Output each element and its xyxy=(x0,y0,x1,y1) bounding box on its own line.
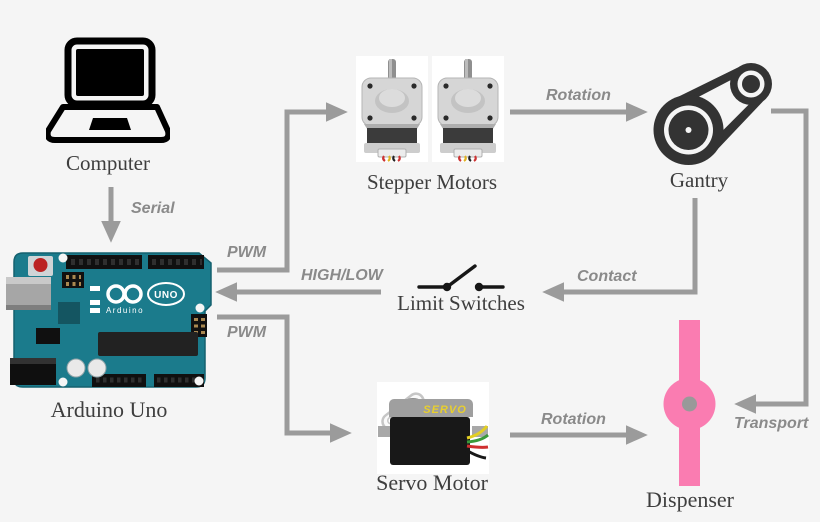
computer-label: Computer xyxy=(66,151,150,175)
uno-logo-text: UNO xyxy=(154,290,178,301)
arduino-label: Arduino Uno xyxy=(50,397,168,422)
stepper-motors-label: Stepper Motors xyxy=(366,170,498,194)
limit-switch-icon xyxy=(417,264,505,292)
edge-pwm-bottom xyxy=(217,314,352,443)
microcontroller-chip xyxy=(98,332,198,356)
contact-edge-label: Contact xyxy=(577,268,637,285)
arduino-brand-text: Arduino xyxy=(106,306,144,315)
stepper-motor-icon xyxy=(432,56,504,162)
highlow-edge-label: HIGH/LOW xyxy=(301,267,383,284)
reset-button xyxy=(33,258,48,272)
rotation-bottom-edge-label: Rotation xyxy=(541,411,606,428)
transport-edge-label: Transport xyxy=(734,415,809,432)
edge-contact xyxy=(542,198,698,302)
stepper-motor-icon xyxy=(356,56,428,162)
arduino-uno-board: UNO Arduino xyxy=(6,252,212,388)
edge-pwm-top xyxy=(217,102,348,273)
limit-switches-label: Limit Switches xyxy=(397,291,525,315)
gantry-label: Gantry xyxy=(669,168,729,192)
servo-cap-text: SERVO xyxy=(423,404,467,416)
laptop-icon xyxy=(46,37,170,143)
rotation-top-edge-label: Rotation xyxy=(546,87,611,104)
dispenser-label: Dispenser xyxy=(646,487,734,512)
pwm-top-edge-label: PWM xyxy=(227,244,267,261)
dispenser-icon xyxy=(663,320,716,486)
servo-motor-icon: SERVO xyxy=(377,382,489,474)
belt-pulley-icon xyxy=(653,63,772,165)
servo-motor-label: Servo Motor xyxy=(376,470,488,495)
edge-transport xyxy=(734,108,809,414)
pwm-bottom-edge-label: PWM xyxy=(227,324,267,341)
serial-edge-label: Serial xyxy=(131,200,175,217)
